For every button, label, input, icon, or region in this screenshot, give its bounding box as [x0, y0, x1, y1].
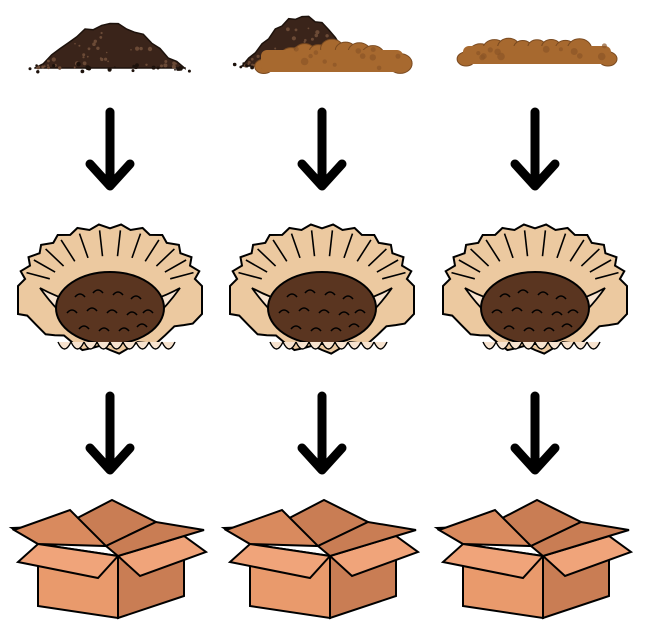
mixed-grounds-pile-icon [233, 16, 412, 73]
open-cardboard-box-icon [437, 500, 631, 618]
column-3 [437, 38, 631, 618]
open-cardboard-box-icon [224, 500, 418, 618]
coffee-filter-with-grounds-icon [18, 225, 202, 354]
down-arrow-icon [90, 396, 130, 470]
light-brown-pile-icon [457, 38, 617, 66]
column-1 [12, 24, 206, 619]
column-2 [224, 16, 418, 618]
coffee-filter-with-grounds-icon [230, 225, 414, 354]
down-arrow-icon [302, 112, 342, 186]
coffee-filter-with-grounds-icon [443, 225, 627, 354]
down-arrow-icon [90, 112, 130, 186]
down-arrow-icon [515, 112, 555, 186]
down-arrow-icon [515, 396, 555, 470]
open-cardboard-box-icon [12, 500, 206, 618]
down-arrow-icon [302, 396, 342, 470]
dark-coffee-grounds-pile-icon [29, 24, 191, 74]
